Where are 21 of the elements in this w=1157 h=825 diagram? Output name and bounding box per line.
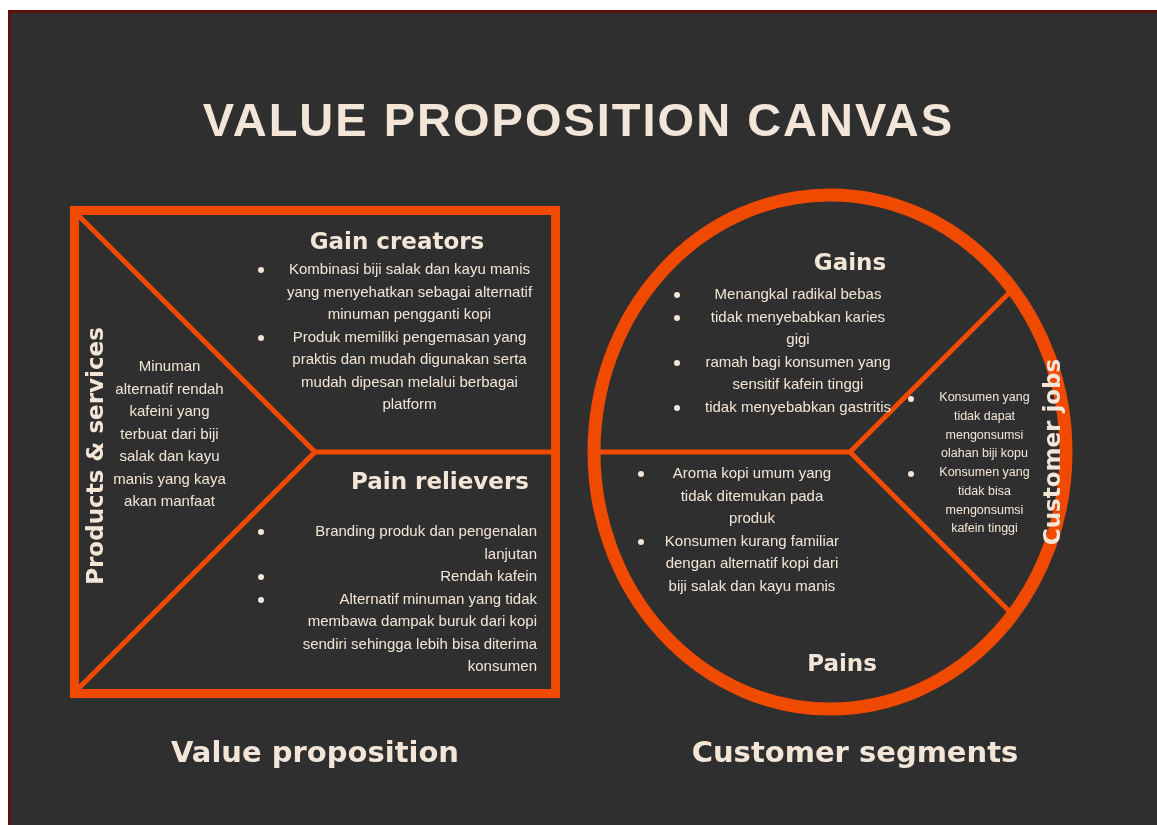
section-text: Minuman alternatif rendah kafeini yang terbuat dari biji salak dan kayu manis yang kaya akan manfaat: [112, 356, 227, 511]
diagram-title: VALUE PROPOSITION CANVAS: [201, 92, 956, 147]
section-heading: Products & services: [82, 327, 108, 585]
bullet-item: Konsumen yang tidak dapat mengonsumsi olahan biji kopu: [902, 388, 1037, 463]
bullet-item: Menangkal radikal bebas: [668, 283, 898, 306]
bullet-item: tidak menyebabkan gastritis: [668, 395, 898, 418]
bullet-item: Konsumen yang tidak bisa mengonsumsi kafein tinggi: [902, 463, 1037, 538]
bullet-item: Produk memiliki pengemasan yang praktis dan mudah digunakan serta mudah dipesan melalui berbagai platform: [252, 325, 537, 416]
bullet-item: Aroma kopi umum yang tidak ditemukan pada produk: [632, 462, 842, 530]
bullet-item: Rendah kafein: [252, 565, 537, 588]
section-heading: Gain creators: [309, 228, 485, 254]
section-heading: Customer jobs: [1039, 358, 1065, 546]
bullet-item: Branding produk dan pengenalan lanjutan: [252, 520, 537, 565]
section-heading: Gains: [813, 249, 887, 275]
segment-caption: Customer segments: [691, 735, 1019, 769]
bullet-item: Alternatif minuman yang tidak membawa dampak buruk dari kopi sendiri sehingga lebih bisa diterima konsumen: [252, 587, 537, 678]
section-heading: Pain relievers: [351, 468, 529, 494]
bullet-item: Kombinasi biji salak dan kayu manis yang menyehatkan sebagai alternatif minuman pengganti kopi: [252, 258, 537, 326]
section-heading: Pains: [807, 650, 877, 676]
segment-caption: Value proposition: [171, 735, 459, 769]
bullet-item: Konsumen kurang familiar dengan alternatif kopi dari biji salak dan kayu manis: [632, 529, 842, 597]
